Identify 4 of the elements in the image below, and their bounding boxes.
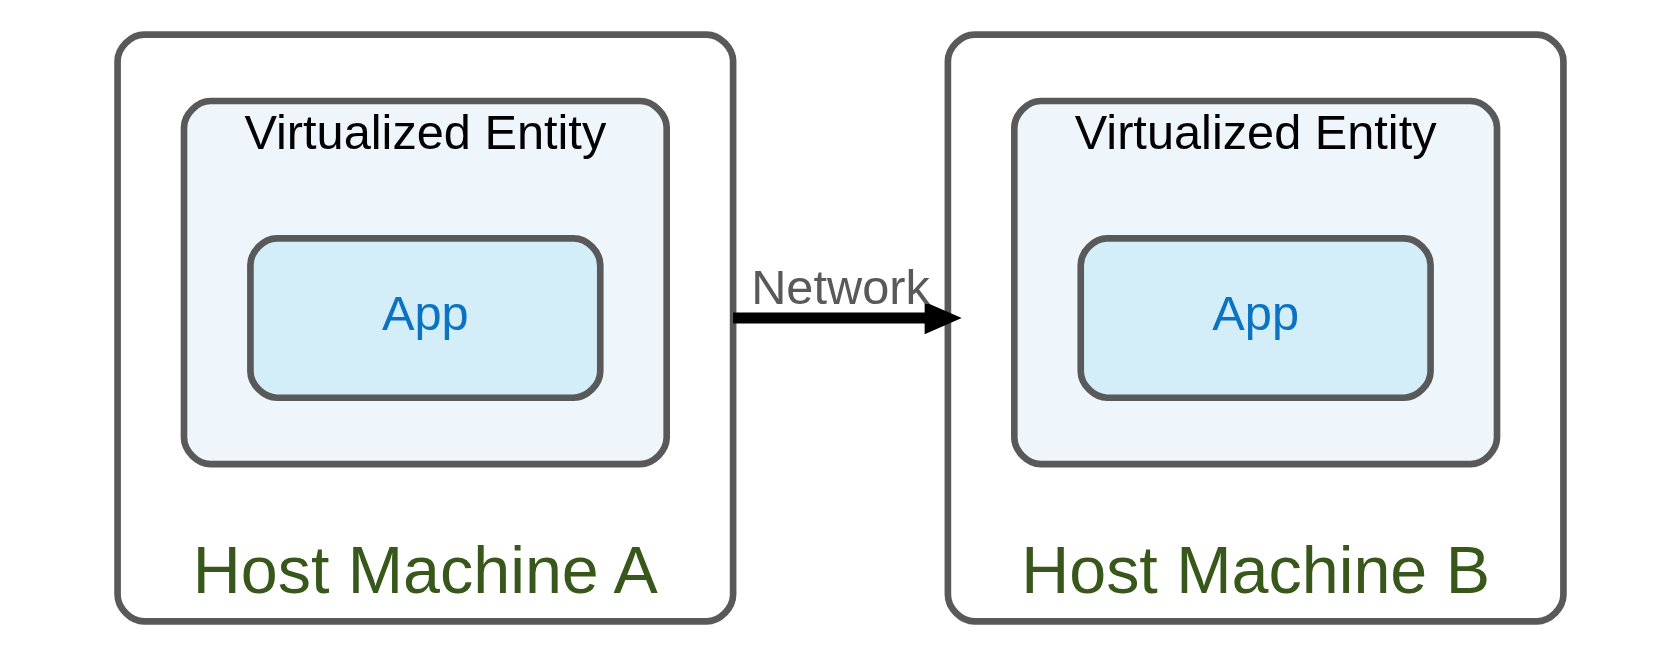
node-box: App	[246, 235, 604, 402]
node-box: App	[1076, 235, 1434, 402]
arrow	[732, 301, 962, 335]
edge-label: Network	[750, 259, 930, 314]
